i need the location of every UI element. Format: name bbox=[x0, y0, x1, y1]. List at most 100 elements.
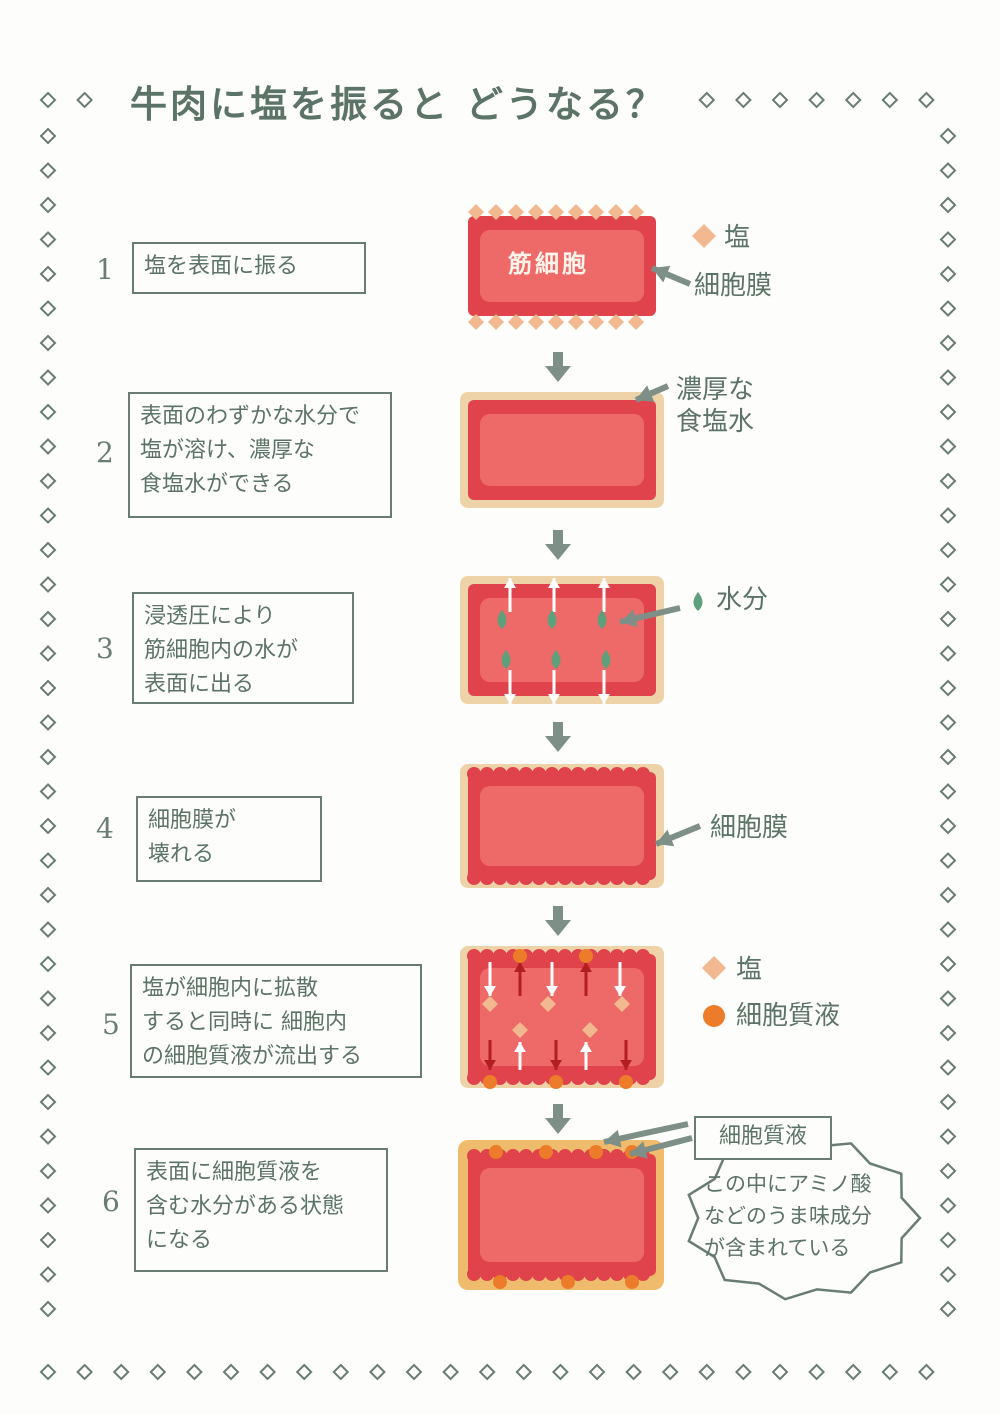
membrane-edge bbox=[584, 1267, 598, 1281]
membrane-edge bbox=[545, 767, 559, 781]
membrane-edge bbox=[597, 949, 611, 963]
membrane-edge bbox=[597, 1071, 611, 1085]
frame-diamond-icon bbox=[846, 93, 860, 107]
frame-diamond-icon bbox=[41, 923, 55, 937]
frame-diamond-icon bbox=[41, 509, 55, 523]
membrane-edge bbox=[610, 1267, 624, 1281]
frame-diamond-icon bbox=[941, 164, 955, 178]
frame-diamond-icon bbox=[941, 336, 955, 350]
frame-diamond-icon bbox=[480, 1365, 494, 1379]
frame-diamond-icon bbox=[370, 1365, 384, 1379]
frame-diamond-icon bbox=[941, 1164, 955, 1178]
step-2-box: 表面のわずかな水分で 塩が溶け、濃厚な 食塩水ができる bbox=[128, 392, 392, 518]
step-6-line-2: 含む水分がある状態 bbox=[146, 1190, 376, 1224]
step-4-number: 4 bbox=[96, 812, 114, 845]
frame-diamond-icon bbox=[919, 1365, 933, 1379]
membrane-edge bbox=[610, 871, 624, 885]
membrane-edge bbox=[636, 949, 650, 963]
frame-diamond-icon bbox=[41, 129, 55, 143]
frame-diamond-icon bbox=[41, 716, 55, 730]
membrane-edge bbox=[571, 871, 585, 885]
frame-diamond-icon bbox=[41, 1233, 55, 1247]
step-2-line-1: 表面のわずかな水分で bbox=[140, 400, 380, 434]
bubble-text: この中にアミノ酸 などのうま味成分 が含まれている bbox=[704, 1168, 904, 1264]
step-3-line-3: 表面に出る bbox=[144, 668, 342, 702]
flow-arrow-icon bbox=[545, 544, 571, 560]
salt-crystal-icon bbox=[608, 314, 624, 330]
step-2-number: 2 bbox=[96, 436, 114, 469]
membrane-label-4: 細胞膜 bbox=[710, 812, 788, 844]
frame-diamond-icon bbox=[78, 93, 92, 107]
membrane-edge bbox=[532, 949, 546, 963]
frame-diamond-icon bbox=[41, 750, 55, 764]
frame-diamond-icon bbox=[41, 612, 55, 626]
membrane-edge bbox=[519, 1071, 533, 1085]
frame-diamond-icon bbox=[334, 1365, 348, 1379]
frame-diamond-icon bbox=[407, 1365, 421, 1379]
frame-diamond-icon bbox=[444, 1365, 458, 1379]
frame-diamond-icon bbox=[517, 1365, 531, 1379]
membrane-edge bbox=[597, 1267, 611, 1281]
frame-diamond-icon bbox=[941, 1061, 955, 1075]
frame-diamond-icon bbox=[41, 888, 55, 902]
frame-diamond-icon bbox=[941, 543, 955, 557]
salt-crystal-icon bbox=[588, 314, 604, 330]
frame-diamond-icon bbox=[41, 233, 55, 247]
frame-diamond-icon bbox=[810, 93, 824, 107]
frame-diamond-icon bbox=[663, 1365, 677, 1379]
fluid-drop-icon bbox=[625, 1275, 639, 1289]
salt-crystal-icon bbox=[508, 314, 524, 330]
membrane-edge bbox=[610, 949, 624, 963]
membrane-edge bbox=[545, 1267, 559, 1281]
frame-diamond-icon bbox=[919, 93, 933, 107]
bubble-text-line-3: が含まれている bbox=[704, 1232, 904, 1264]
frame-diamond-icon bbox=[41, 819, 55, 833]
frame-diamond-icon bbox=[846, 1365, 860, 1379]
legend-fluid-icon bbox=[703, 1005, 725, 1027]
membrane-edge bbox=[519, 1149, 533, 1163]
frame-diamond-icon bbox=[941, 129, 955, 143]
fluid-drop-icon bbox=[561, 1275, 575, 1289]
frame-diamond-icon bbox=[151, 1365, 165, 1379]
frame-diamond-icon bbox=[41, 302, 55, 316]
membrane-edge bbox=[480, 767, 494, 781]
frame-diamond-icon bbox=[941, 1130, 955, 1144]
legend-salt-label: 塩 bbox=[724, 222, 750, 254]
membrane-edge bbox=[467, 767, 481, 781]
membrane-edge bbox=[545, 949, 559, 963]
frame-diamond-icon bbox=[78, 1365, 92, 1379]
frame-diamond-icon bbox=[41, 681, 55, 695]
fluid-drop-icon bbox=[489, 1145, 503, 1159]
step-4-line-2: 壊れる bbox=[148, 838, 310, 872]
frame-diamond-icon bbox=[590, 1365, 604, 1379]
cell-inner bbox=[480, 1168, 644, 1262]
frame-diamond-icon bbox=[941, 1026, 955, 1040]
step-6-line-1: 表面に細胞質液を bbox=[146, 1156, 376, 1190]
frame-diamond-icon bbox=[941, 302, 955, 316]
bubble-text-line-2: などのうま味成分 bbox=[704, 1200, 904, 1232]
membrane-edge bbox=[558, 1149, 572, 1163]
membrane-edge bbox=[506, 1267, 520, 1281]
frame-diamond-icon bbox=[941, 440, 955, 454]
membrane-edge bbox=[506, 767, 520, 781]
flow-arrow-icon bbox=[545, 1118, 571, 1134]
membrane-edge bbox=[467, 1149, 481, 1163]
membrane-edge bbox=[506, 871, 520, 885]
step-5-line-2: すると同時に 細胞内 bbox=[142, 1006, 410, 1040]
bubble-text-line-1: この中にアミノ酸 bbox=[704, 1168, 904, 1200]
frame-diamond-icon bbox=[941, 1302, 955, 1316]
frame-diamond-icon bbox=[883, 93, 897, 107]
step-5-number: 5 bbox=[102, 1008, 120, 1041]
membrane-edge bbox=[636, 767, 650, 781]
page-title: 牛肉に塩を振ると どうなる？ bbox=[130, 74, 666, 128]
legend-water-icon bbox=[694, 592, 703, 611]
frame-diamond-icon bbox=[41, 371, 55, 385]
membrane-edge bbox=[584, 767, 598, 781]
step-5-line-1: 塩が細胞内に拡散 bbox=[142, 972, 410, 1006]
membrane-edge bbox=[610, 1149, 624, 1163]
legend-water-label: 水分 bbox=[716, 584, 768, 616]
step-1-box: 塩を表面に振る bbox=[132, 242, 366, 294]
membrane-edge bbox=[467, 1071, 481, 1085]
fluid-drop-icon bbox=[589, 1145, 603, 1159]
cell-label: 筋細胞 bbox=[508, 244, 589, 279]
